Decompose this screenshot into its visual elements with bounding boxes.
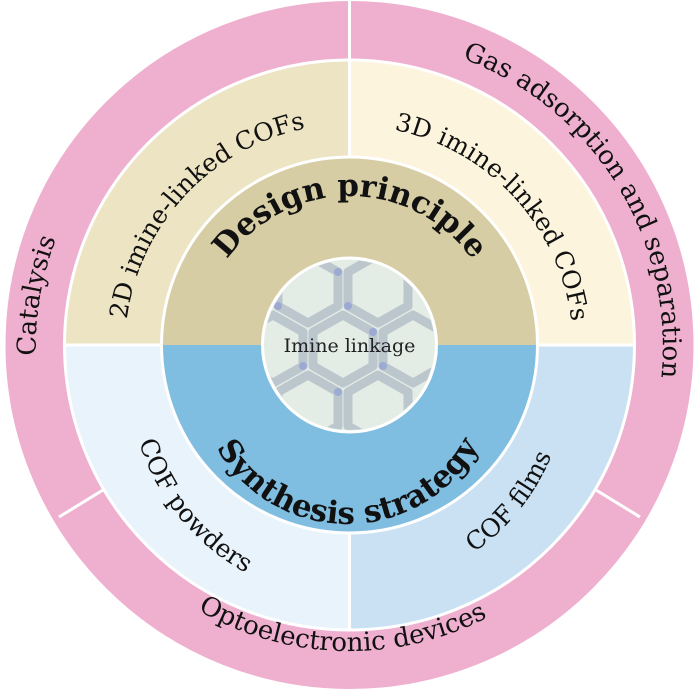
ring-separators bbox=[58, 0, 641, 632]
center-label: Imine linkage bbox=[284, 335, 416, 357]
molecular-atoms bbox=[274, 268, 412, 430]
inner-half-top bbox=[161, 157, 538, 345]
inner-half-bottom bbox=[161, 345, 538, 533]
